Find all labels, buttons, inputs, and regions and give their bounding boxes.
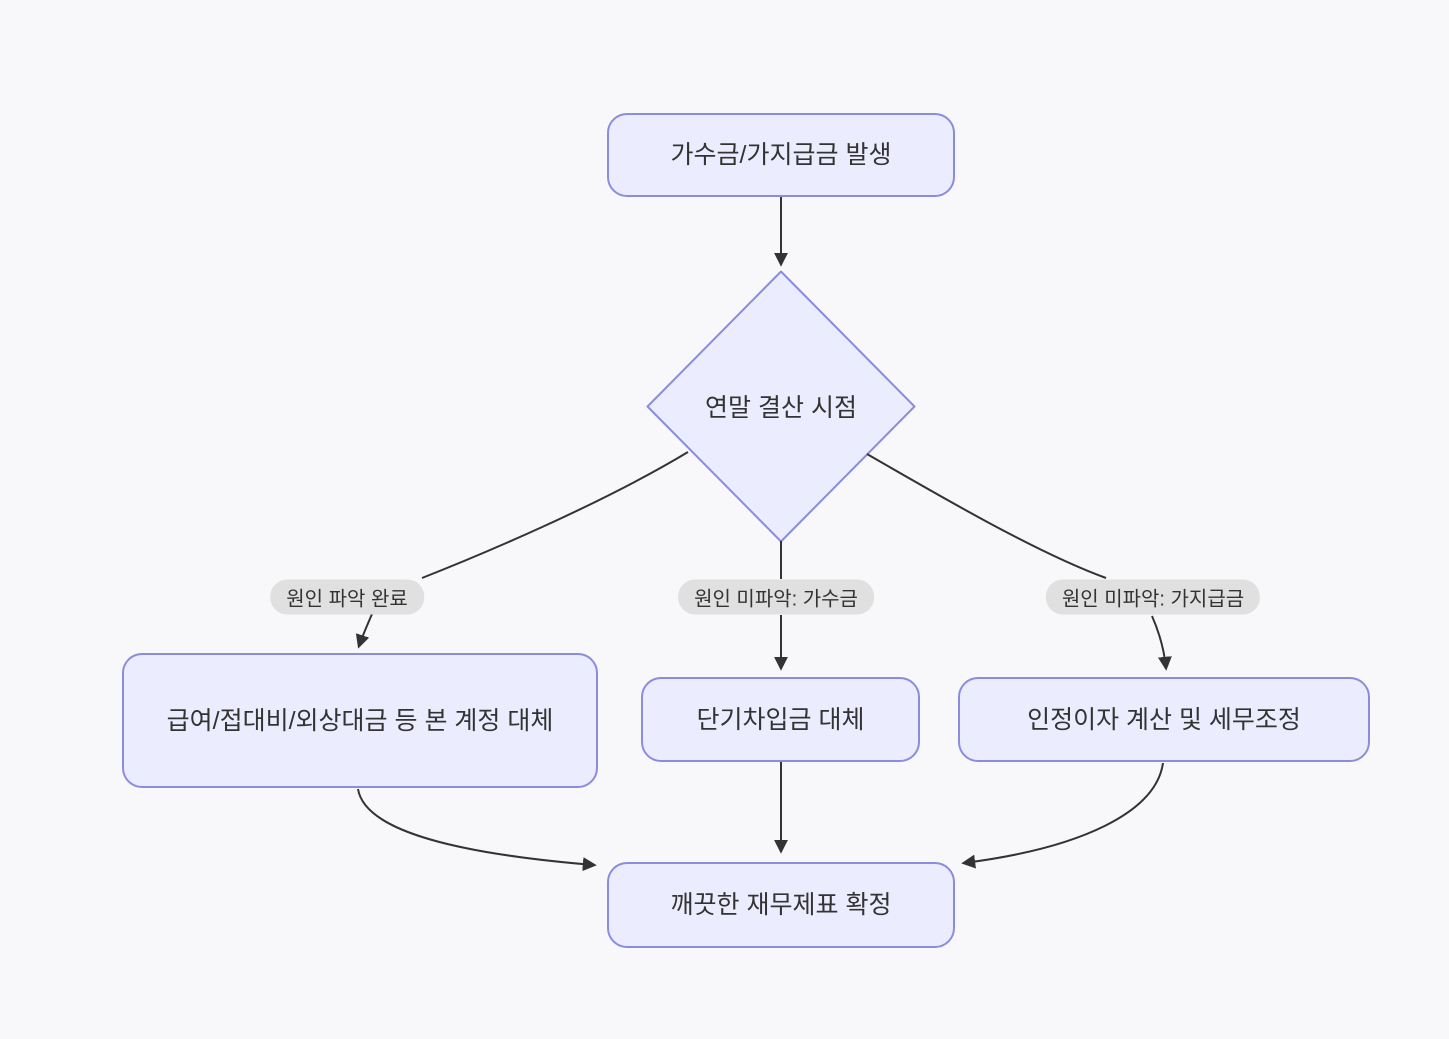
edge-resolve-known-end: [357, 788, 597, 872]
node-resolve-gajigeupgeum-label: 인정이자 계산 및 세무조정: [1027, 705, 1301, 734]
node-end: 깨끗한 재무제표 확정: [607, 862, 955, 948]
node-resolve-gasugeum: 단기차입금 대체: [641, 677, 920, 762]
edge-label-cause-unknown-gajigeupgeum: 원인 미파악: 가지급금: [1045, 579, 1261, 615]
edge-resolve-gajigeupgeum-end: [961, 762, 1164, 869]
node-resolve-gasugeum-label: 단기차입금 대체: [696, 705, 865, 734]
node-start: 가수금/가지급금 발생: [607, 113, 955, 197]
node-decision-label: 연말 결산 시점: [705, 394, 857, 422]
edge-label-cause-identified: 원인 파악 완료: [270, 579, 424, 615]
edge-decision-resolve-gajigeupgeum-pre: [866, 453, 1107, 579]
edge-decision-resolve-known-post: [355, 613, 373, 649]
edge-decision-resolve-known-pre: [421, 451, 689, 579]
node-end-label: 깨끗한 재무제표 확정: [670, 891, 892, 919]
node-start-label: 가수금/가지급금 발생: [670, 141, 892, 169]
node-resolve-known-cause: 급여/접대비/외상대금 등 본 계정 대체: [122, 653, 598, 788]
edge-label-cause-unknown-gasugeum: 원인 미파악: 가수금: [678, 579, 874, 615]
node-resolve-gajigeupgeum: 인정이자 계산 및 세무조정: [958, 677, 1370, 762]
edge-decision-resolve-gajigeupgeum-post: [1151, 615, 1172, 671]
node-resolve-known-cause-label: 급여/접대비/외상대금 등 본 계정 대체: [166, 706, 554, 735]
